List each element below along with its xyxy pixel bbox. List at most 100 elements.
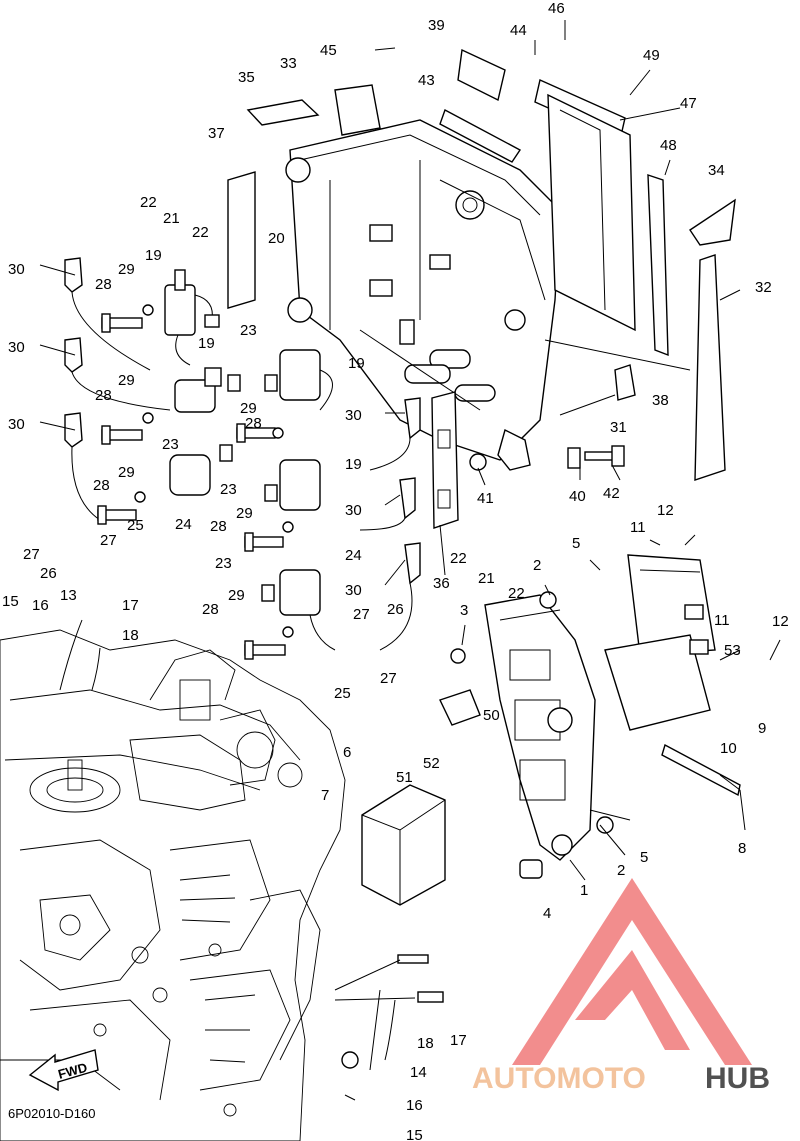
part-callout-45: 45 (320, 42, 337, 59)
fwd-direction-arrow: FWD (28, 1049, 99, 1092)
part-callout-25: 25 (127, 517, 144, 534)
part-callout-2: 2 (533, 557, 541, 574)
plates-group (227, 48, 736, 481)
part-callout-35: 35 (238, 69, 255, 86)
spark-plug-caps (64, 257, 421, 651)
part-callout-32: 32 (755, 279, 772, 296)
part-callout-25: 25 (334, 685, 351, 702)
part-callout-29: 29 (240, 400, 257, 417)
part-callout-29: 29 (118, 464, 135, 481)
small-bracket (661, 743, 741, 797)
part-callout-30: 30 (8, 416, 25, 433)
part-callout-18: 18 (122, 627, 139, 644)
control-box (361, 784, 446, 906)
part-callout-37: 37 (208, 125, 225, 142)
part-callout-28: 28 (245, 415, 262, 432)
diagram-code: 6P02010-D160 (8, 1106, 95, 1121)
part-callout-5: 5 (572, 535, 580, 552)
part-callout-40: 40 (569, 488, 586, 505)
part-callout-29: 29 (236, 505, 253, 522)
watermark-text-primary: AUTOMOTO (472, 1062, 646, 1095)
bolts-washers (97, 304, 294, 660)
watermark-triangle-outer (512, 878, 752, 1065)
part-callout-26: 26 (40, 565, 57, 582)
engine-block (0, 629, 346, 1141)
part-callout-26: 26 (387, 601, 404, 618)
part-callout-17: 17 (122, 597, 139, 614)
part-callout-12: 12 (772, 613, 789, 630)
part-callout-7: 7 (321, 787, 329, 804)
part-callout-30: 30 (8, 339, 25, 356)
part-callout-30: 30 (8, 261, 25, 278)
part-callout-9: 9 (758, 720, 766, 737)
part-callout-29: 29 (118, 261, 135, 278)
part-callout-3: 3 (460, 602, 468, 619)
part-callout-15: 15 (406, 1127, 423, 1141)
part-callout-39: 39 (428, 17, 445, 34)
part-callout-23: 23 (162, 436, 179, 453)
part-callout-28: 28 (95, 387, 112, 404)
mid-parts (431, 391, 625, 529)
part-callout-2: 2 (617, 862, 625, 879)
part-callout-27: 27 (23, 546, 40, 563)
part-callout-42: 42 (603, 485, 620, 502)
part-callout-19: 19 (345, 456, 362, 473)
part-callout-28: 28 (95, 276, 112, 293)
part-callout-12: 12 (657, 502, 674, 519)
part-callout-11: 11 (714, 612, 730, 629)
part-callout-16: 16 (406, 1097, 423, 1114)
part-callout-16: 16 (32, 597, 49, 614)
part-callout-24: 24 (175, 516, 192, 533)
part-callout-19: 19 (198, 335, 215, 352)
part-callout-21: 21 (163, 210, 180, 227)
part-callout-30: 30 (345, 407, 362, 424)
watermark-logo: AUTOMOTO HUB (472, 878, 770, 1095)
part-callout-1: 1 (580, 882, 588, 899)
part-callout-52: 52 (423, 755, 440, 772)
part-callout-18: 18 (417, 1035, 434, 1052)
part-callout-50: 50 (483, 707, 500, 724)
part-callout-14: 14 (410, 1064, 427, 1081)
watermark-text-secondary: HUB (705, 1062, 770, 1095)
part-callout-6: 6 (343, 744, 351, 761)
part-callout-41: 41 (477, 490, 494, 507)
ground-leads (59, 619, 444, 1071)
part-callout-30: 30 (345, 502, 362, 519)
ignition-coils (164, 269, 336, 651)
watermark-triangle-inner (575, 950, 690, 1050)
part-callout-36: 36 (433, 575, 450, 592)
part-callout-11: 11 (630, 519, 646, 536)
part-callout-27: 27 (380, 670, 397, 687)
part-callout-28: 28 (210, 518, 227, 535)
part-callout-38: 38 (652, 392, 669, 409)
part-callout-51: 51 (396, 769, 413, 786)
ecu-base-plate (439, 591, 614, 879)
part-callout-21: 21 (478, 570, 495, 587)
ecu-modules (604, 554, 716, 731)
part-callout-15: 15 (2, 593, 19, 610)
part-callout-22: 22 (508, 585, 525, 602)
part-callout-43: 43 (418, 72, 435, 89)
part-callout-47: 47 (680, 95, 697, 112)
part-callout-34: 34 (708, 162, 725, 179)
part-callout-13: 13 (60, 587, 77, 604)
leader-lines (39, 20, 781, 1101)
part-callout-44: 44 (510, 22, 527, 39)
part-callout-29: 29 (228, 587, 245, 604)
part-callout-27: 27 (100, 532, 117, 549)
part-callout-22: 22 (192, 224, 209, 241)
part-callout-20: 20 (268, 230, 285, 247)
fwd-label: FWD (56, 1060, 88, 1082)
part-callout-10: 10 (720, 740, 737, 757)
part-callout-31: 31 (610, 419, 627, 436)
part-callout-27: 27 (353, 606, 370, 623)
part-callout-23: 23 (215, 555, 232, 572)
part-callout-53: 53 (724, 642, 741, 659)
part-callout-29: 29 (118, 372, 135, 389)
part-callout-22: 22 (450, 550, 467, 567)
part-callout-4: 4 (543, 905, 551, 922)
part-callout-30: 30 (345, 582, 362, 599)
part-callout-48: 48 (660, 137, 677, 154)
part-callout-28: 28 (93, 477, 110, 494)
